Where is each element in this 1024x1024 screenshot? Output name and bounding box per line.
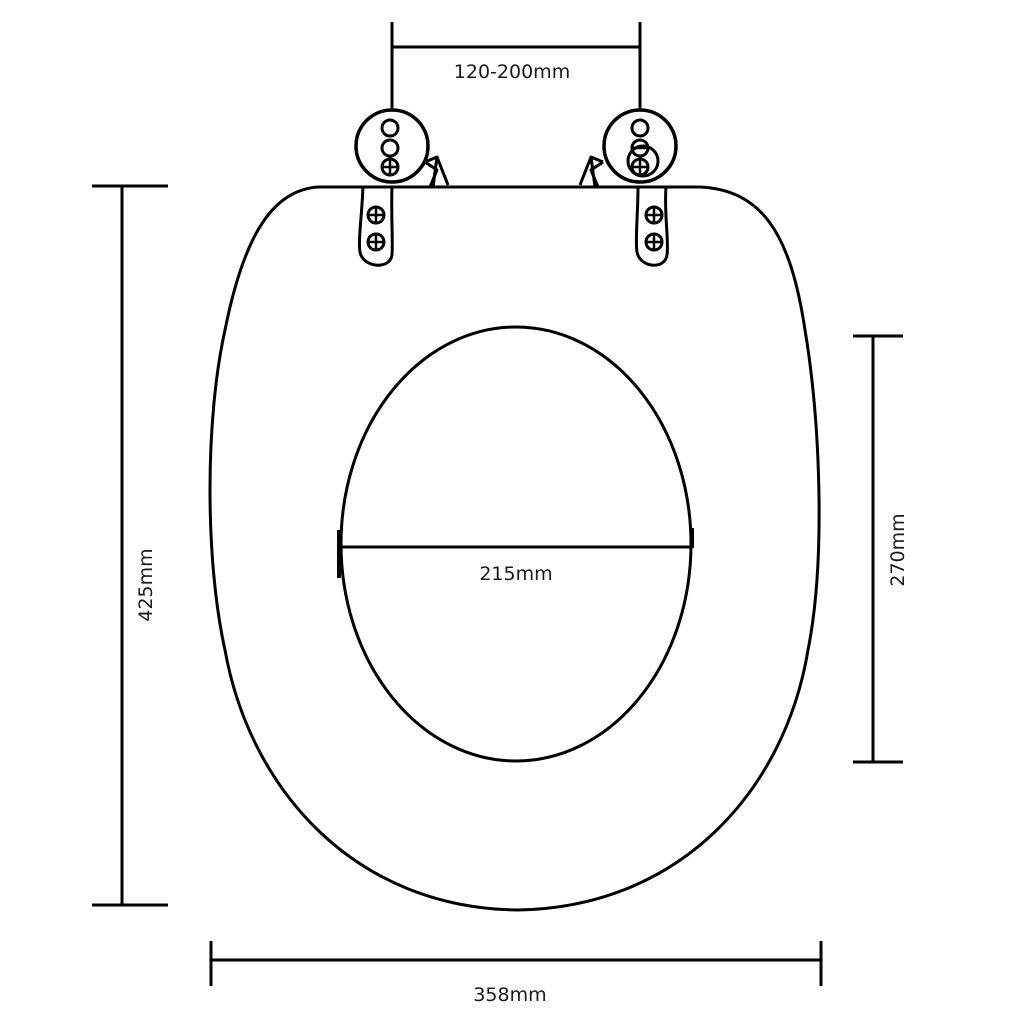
hinge-right-wedge — [578, 155, 604, 188]
dimension-opening-width: 215mm — [341, 545, 692, 585]
opening-width-label: 215mm — [479, 563, 552, 585]
dimension-total-width: 358mm — [209, 941, 823, 1006]
hinge-left-strap-screw-2-icon — [366, 232, 386, 252]
hinge-spacing-label: 120-200mm — [454, 61, 570, 83]
dimension-opening-length: 270mm — [853, 334, 909, 764]
hinge-right-strap-screw-2-icon — [644, 232, 664, 252]
opening-length-label: 270mm — [887, 513, 909, 586]
dimension-hinge-spacing: 120-200mm — [390, 22, 642, 110]
hinge-left-screw-1-icon — [380, 118, 400, 138]
hinge-left-wedge — [424, 155, 450, 188]
seat-opening — [339, 325, 693, 763]
hinge-right-screw-1-icon — [630, 118, 650, 138]
seat-outline — [208, 185, 821, 912]
hinge-left-strap-screw-1-icon — [366, 205, 386, 225]
hinge-right-strap-screw-1-icon — [644, 205, 664, 225]
dimension-total-length: 425mm — [92, 184, 168, 907]
hinge-left-screw-2-icon — [380, 138, 400, 158]
total-width-label: 358mm — [473, 984, 546, 1006]
hinge-left-strap — [357, 185, 394, 267]
hinge-right-strap — [634, 185, 669, 267]
hinge-left — [354, 108, 450, 267]
total-length-label: 425mm — [135, 548, 157, 621]
